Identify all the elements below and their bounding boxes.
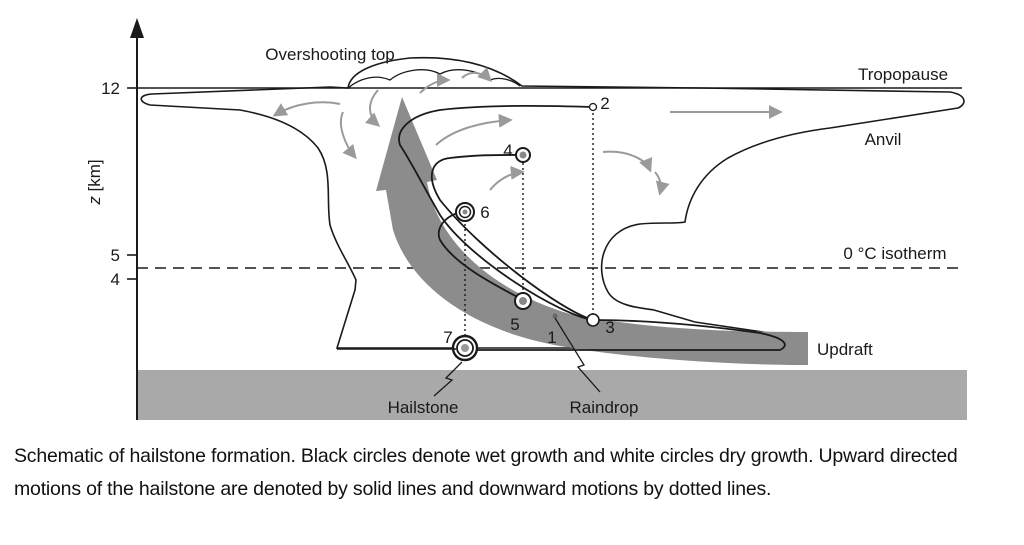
ground (137, 370, 967, 420)
hailstone-trajectory (398, 104, 786, 351)
stage-6-number: 6 (480, 203, 489, 222)
flow-arrow (461, 67, 492, 82)
stage-5-circle (514, 292, 532, 310)
hailstone-label: Hailstone (388, 398, 459, 417)
stage-7-number: 7 (443, 328, 452, 347)
stage-5-number: 5 (510, 315, 519, 334)
flow-arrow (489, 165, 525, 191)
overshooting-top-lumps (347, 69, 521, 89)
z-axis-variable: z (85, 196, 104, 206)
z-axis-arrowhead (130, 18, 144, 38)
flow-arrow (339, 111, 357, 160)
flow-arrow (364, 89, 381, 127)
tick-label-4: 4 (111, 270, 120, 289)
flow-arrows (272, 67, 783, 196)
storm-cloud-outline (140, 56, 965, 349)
stage-4-circle (515, 147, 531, 163)
updraft-label: Updraft (817, 340, 873, 359)
tick-label-12: 12 (101, 79, 120, 98)
hailstone-pointer (433, 361, 463, 397)
hailstone-formation-diagram: 12 5 4 z [km] Overshooting top Tropopaus… (85, 18, 967, 420)
tropopause-label: Tropopause (858, 65, 948, 84)
flow-arrow (272, 101, 341, 117)
stage-4-number: 4 (503, 141, 512, 160)
flow-arrow (419, 73, 451, 94)
raindrop-point (552, 313, 558, 319)
downward-paths (464, 108, 594, 346)
updraft-arrow (376, 97, 808, 365)
z-axis-unit: [km] (85, 159, 104, 196)
stage-3-number: 3 (605, 318, 614, 337)
isotherm-label: 0 °C isotherm (843, 244, 946, 263)
flow-arrow (602, 150, 653, 173)
hailstone-trajectory-inner (430, 153, 594, 321)
stage-2-circle (588, 102, 598, 112)
flow-arrow (435, 113, 513, 146)
tick-label-5: 5 (111, 246, 120, 265)
stage-1-number: 1 (547, 328, 556, 347)
anvil-label: Anvil (865, 130, 902, 149)
stage-2-number: 2 (600, 94, 609, 113)
z-axis-label: z [km] (85, 159, 104, 205)
figure-caption: Schematic of hailstone formation. Black … (14, 445, 958, 500)
stage-7-circle (451, 334, 479, 362)
overshooting-top-label: Overshooting top (265, 45, 394, 64)
stage-3-circle (586, 313, 600, 327)
hailstone-trajectory-final (437, 211, 524, 301)
flow-arrow (654, 171, 670, 196)
stage-6-circle (455, 202, 475, 222)
raindrop-label: Raindrop (570, 398, 639, 417)
raindrop-pointer (554, 317, 601, 393)
